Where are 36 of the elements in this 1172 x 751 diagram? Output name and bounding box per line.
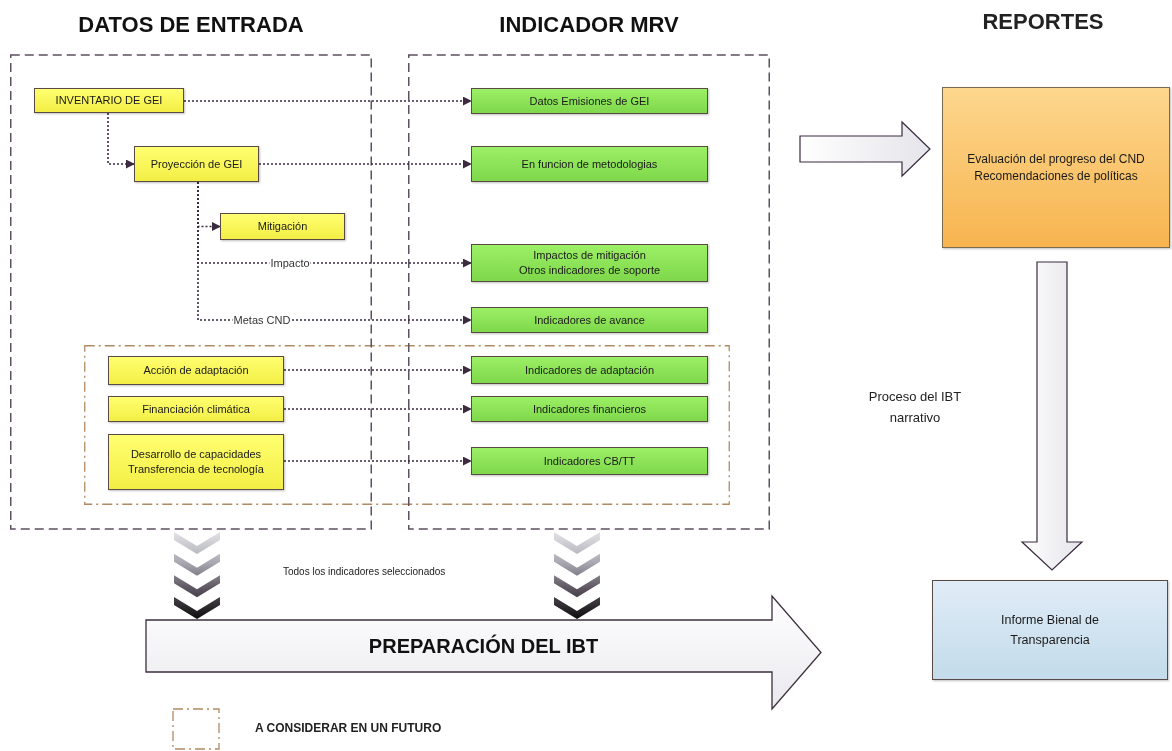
edge-label: Impacto	[269, 257, 311, 269]
note-text: Todos los indicadores seleccionados	[283, 565, 447, 578]
process-box: Indicadores financieros	[471, 396, 708, 422]
column-heading: DATOS DE ENTRADA	[78, 12, 304, 38]
process-box: Indicadores de avance	[471, 307, 708, 333]
edge-label: Metas CND	[232, 314, 292, 326]
process-box: Evaluación del progreso del CND Recomendaciones de políticas	[942, 87, 1170, 248]
arrow	[197, 181, 472, 325]
process-box: Impactos de mitigación Otros indicadores de soporte	[471, 244, 708, 282]
block-arrow	[145, 595, 822, 710]
block-arrow	[1020, 261, 1084, 571]
arrow-title: PREPARACIÓN DEL IBT	[368, 634, 599, 658]
process-box: Indicadores CB/TT	[471, 447, 708, 475]
process-box: Datos Emisiones de GEI	[471, 88, 708, 114]
process-label: Proceso del IBT narrativo	[867, 388, 963, 428]
process-box: Acción de adaptación	[108, 356, 284, 385]
arrow	[107, 112, 135, 169]
block-arrow	[799, 120, 931, 178]
process-box: En funcion de metodologias	[471, 146, 708, 182]
chevron-arrow	[554, 532, 600, 619]
process-box: Informe Bienal de Transparencia	[932, 580, 1168, 680]
column-heading: REPORTES	[981, 8, 1105, 36]
chevron-arrow	[174, 532, 220, 619]
process-box: Desarrollo de capacidades Transferencia de tecnología	[108, 434, 284, 490]
process-box: Mitigación	[220, 213, 345, 240]
process-box: INVENTARIO DE GEI	[34, 88, 184, 113]
process-box: Indicadores de adaptación	[471, 356, 708, 384]
arrow	[283, 404, 472, 414]
legend-text: A CONSIDERAR EN UN FUTURO	[255, 721, 442, 735]
process-box: Proyección de GEI	[134, 146, 259, 182]
process-box: Financiación climática	[108, 396, 284, 422]
arrow	[283, 456, 472, 466]
arrow	[283, 365, 472, 375]
arrow	[183, 96, 472, 106]
column-heading: INDICADOR MRV	[499, 12, 679, 38]
arrow	[258, 159, 472, 169]
